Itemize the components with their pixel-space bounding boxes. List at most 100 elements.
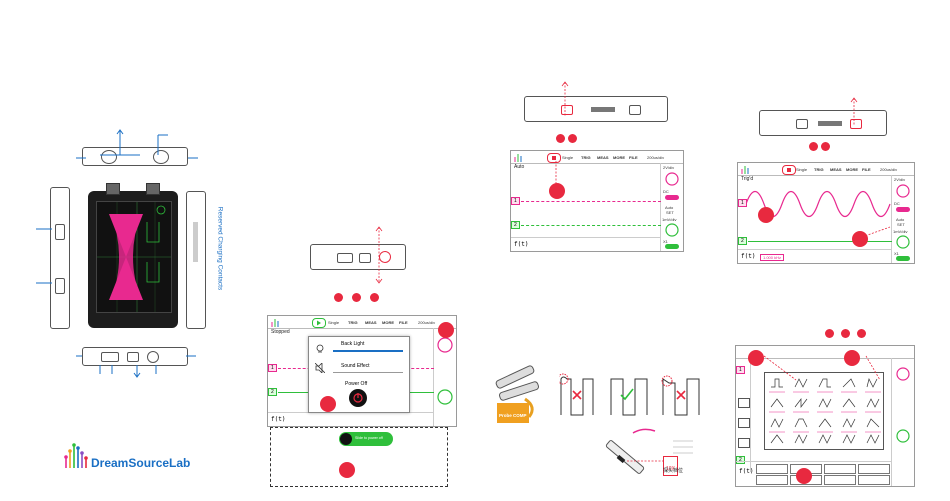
trig-step-1-icon <box>809 142 818 151</box>
auto-ch1-knob-icon <box>665 172 679 186</box>
trig-freq-box: 1.000 kHz <box>760 254 785 261</box>
auto-stop-button[interactable] <box>547 153 561 163</box>
math-step-marker-3 <box>796 468 812 484</box>
trig-trig-button[interactable]: TRIG <box>814 167 824 172</box>
single-button[interactable]: Single <box>328 320 340 325</box>
sound-slider[interactable] <box>333 372 403 373</box>
power-icon <box>353 393 363 403</box>
math-ch1-tag[interactable]: 1 <box>736 366 745 374</box>
trig-toggle-1[interactable] <box>896 207 910 212</box>
power-arrow <box>375 226 383 284</box>
trig-timebase-label: 200us/div <box>880 167 898 172</box>
poweroff-button[interactable] <box>349 389 367 407</box>
auto-status: Auto <box>514 164 525 170</box>
ch2-tag[interactable]: 2 <box>268 388 277 396</box>
trig-more-button[interactable]: MORE <box>846 167 858 172</box>
ch1-tag[interactable]: 1 <box>268 364 277 372</box>
trig-file-button[interactable]: FILE <box>862 167 871 172</box>
auto-meas-button[interactable]: MEAS <box>597 155 609 160</box>
bottom-view-arrows <box>76 355 196 378</box>
file-button[interactable]: FILE <box>399 320 408 325</box>
step-1-icon <box>334 293 343 302</box>
math-slot-1[interactable] <box>756 464 788 474</box>
math-ch2-tag[interactable]: 2 <box>736 456 745 464</box>
math-func-label: f(t) <box>739 468 754 475</box>
math-left-icon-2 <box>738 418 750 428</box>
math-slot-8[interactable] <box>858 475 890 485</box>
probe-comp-label: Probe COMP <box>497 403 529 423</box>
trig-toggle-2[interactable] <box>896 256 910 261</box>
trig-ch1-tag[interactable]: 1 <box>738 199 747 207</box>
math-right-panel <box>891 358 914 486</box>
scope-status: Stopped <box>271 329 290 335</box>
math-slot-4[interactable] <box>858 464 890 474</box>
device-left-side-view <box>50 187 70 329</box>
stop-icon <box>552 156 556 160</box>
backlight-slider[interactable] <box>333 350 403 352</box>
slide-to-poweroff-track[interactable]: Slide to power off <box>339 432 393 446</box>
auto-single-button[interactable]: Single <box>562 155 574 160</box>
auto-ch2-trace <box>521 225 661 226</box>
slide-knob-icon[interactable] <box>340 433 352 445</box>
math-footer: f(t) <box>736 461 892 486</box>
device-bottom-view <box>82 347 188 366</box>
step-marker-slide <box>339 462 355 478</box>
play-icon <box>317 320 321 326</box>
trig-single-button[interactable]: Single <box>796 167 808 172</box>
probe-switch-caption: 探头档位 <box>663 468 684 474</box>
usb-port-2-icon <box>359 253 371 263</box>
top-view-arrows <box>76 129 198 159</box>
run-button[interactable] <box>312 318 326 328</box>
probe-switch-illustration <box>605 428 693 474</box>
auto-toggle-1[interactable] <box>665 195 679 200</box>
trig-button[interactable]: TRIG <box>348 320 358 325</box>
func-label: f(t) <box>271 416 286 423</box>
function-grid <box>769 377 881 444</box>
device-logo-icon <box>591 107 615 112</box>
trig-auto-label[interactable]: Auto <box>896 217 905 222</box>
math-left-column <box>736 358 751 472</box>
slide-hint-text: Slide to power off <box>355 436 383 440</box>
bnc-port-ch2 <box>153 150 169 164</box>
trig-step-2-icon <box>821 142 830 151</box>
trig-stop-button[interactable] <box>782 165 796 175</box>
auto-auto-label[interactable]: Auto <box>665 205 674 210</box>
math-slot-7[interactable] <box>824 475 856 485</box>
auto-toolbar-logo-icon <box>514 154 522 162</box>
scope-right-panel <box>433 328 456 426</box>
auto-x1: X1 <box>663 239 668 244</box>
more-button[interactable]: MORE <box>382 320 394 325</box>
charging-contacts-label: Reserved Charging Contacts <box>216 206 224 291</box>
auto-footer: f(t) <box>511 237 661 251</box>
bnc-connector-left <box>106 183 120 195</box>
meas-button[interactable]: MEAS <box>365 320 377 325</box>
probe-comp-text: Probe COMP <box>499 413 527 418</box>
trig-set-label[interactable]: SET <box>897 222 905 227</box>
power-device-view <box>310 244 406 270</box>
trig-ch2-tag[interactable]: 2 <box>738 237 747 245</box>
charging-contact <box>193 222 198 262</box>
trig-ch2-knob-icon <box>896 235 910 249</box>
ch1-knob-icon <box>437 337 453 353</box>
auto-ch2-knob-icon <box>665 223 679 237</box>
auto-toggle-2[interactable] <box>665 244 679 249</box>
auto-ch2-tag[interactable]: 2 <box>511 221 520 229</box>
trig-dc-1: DC <box>894 201 900 206</box>
math-step-3-icon <box>857 329 866 338</box>
trig-step-marker-2 <box>852 231 868 247</box>
auto-set-label[interactable]: SET <box>666 210 674 215</box>
auto-func-label: f(t) <box>514 241 529 248</box>
auto-device-view <box>524 96 668 122</box>
auto-file-button[interactable]: FILE <box>629 155 638 160</box>
auto-trig-button[interactable]: TRIG <box>581 155 591 160</box>
auto-ch1-tag[interactable]: 1 <box>511 197 520 205</box>
sound-muted-icon <box>315 363 325 373</box>
auto-more-button[interactable]: MORE <box>613 155 625 160</box>
math-slot-3[interactable] <box>824 464 856 474</box>
math-slot-5[interactable] <box>756 475 788 485</box>
math-step-marker-2 <box>844 350 860 366</box>
trig-v1: 2V/div <box>894 177 906 182</box>
ch2-knob-icon <box>437 389 453 405</box>
sound-label: Sound Effect <box>341 363 370 369</box>
trig-meas-button[interactable]: MEAS <box>830 167 842 172</box>
